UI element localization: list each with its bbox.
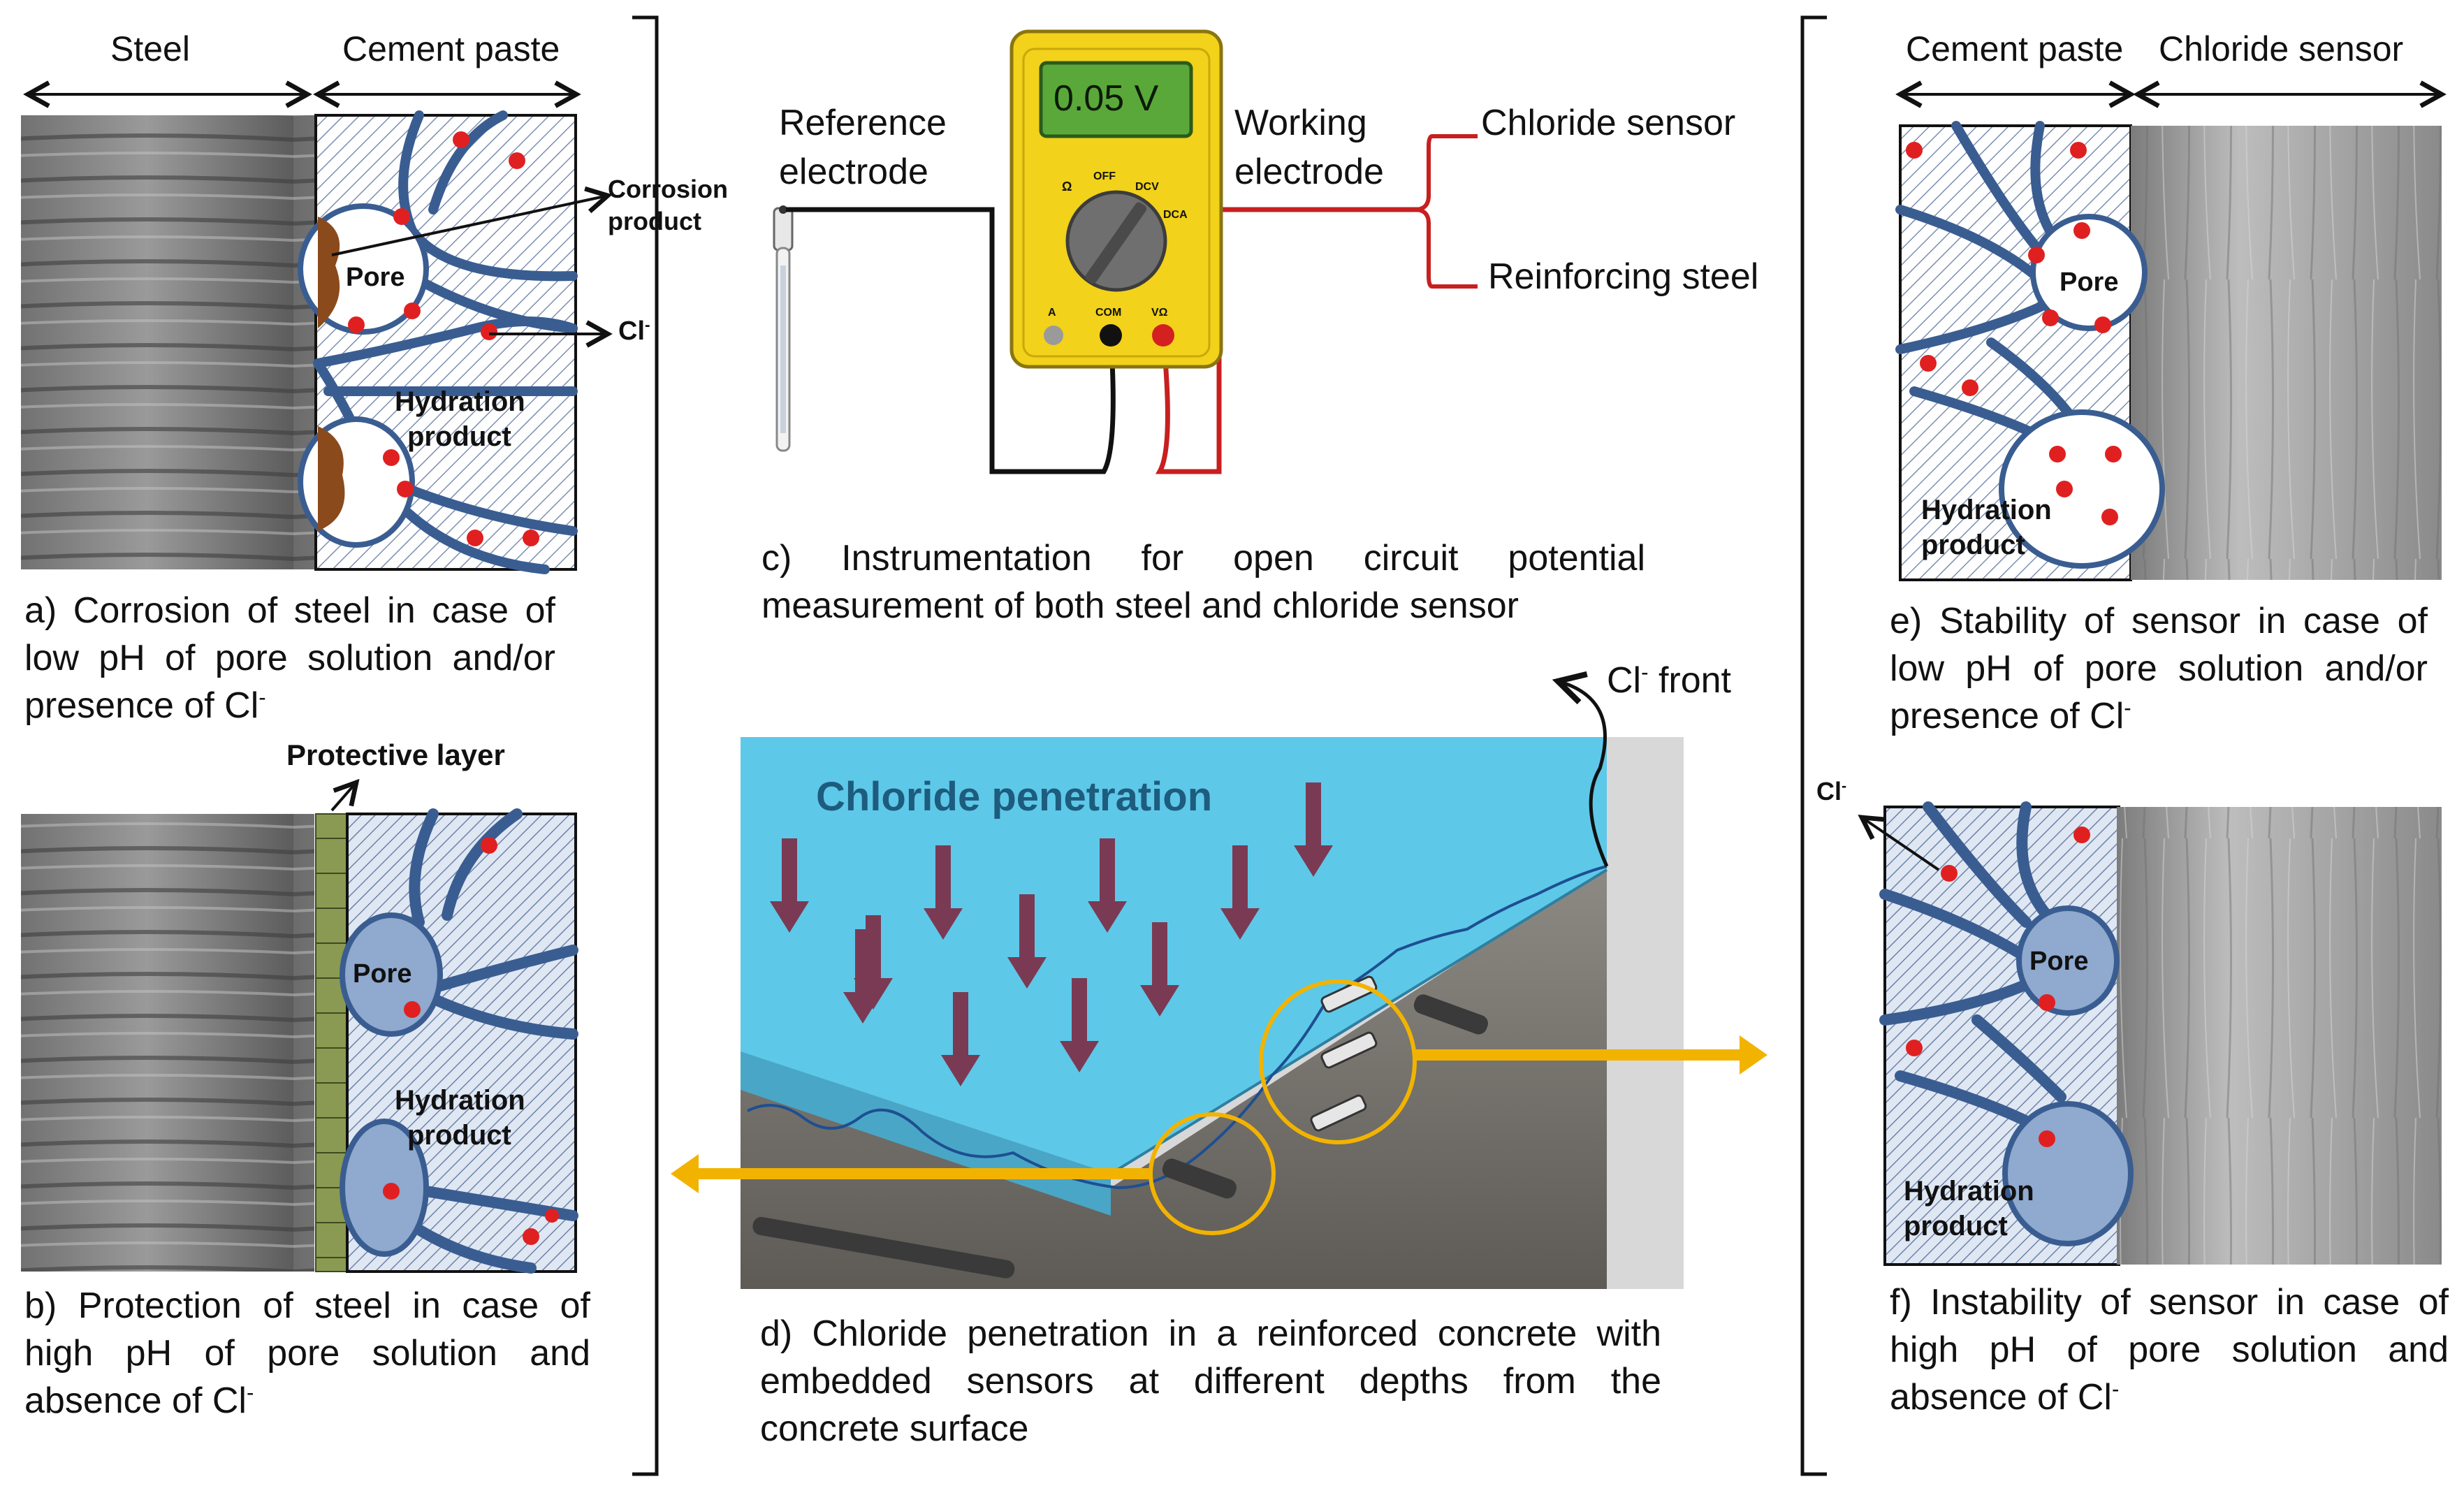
- reference-electrode-label-2: electrode: [779, 152, 928, 192]
- voltmeter-display: [1039, 61, 1193, 138]
- sensor-zone-circle: [1259, 979, 1417, 1144]
- chloride-penetration-label: Chloride penetration: [816, 774, 1213, 820]
- corrosion-product-label: Corrosion product: [608, 175, 729, 235]
- hydration-label-a-1: Hydration: [395, 386, 525, 417]
- hydration-label-e-2: product: [1921, 530, 2025, 560]
- chloride-front-label: Cl- front: [1607, 660, 1731, 701]
- steel-bar-image: [21, 115, 314, 569]
- panel-a-diagram: [21, 94, 608, 574]
- panel-b-diagram: [21, 782, 578, 1274]
- hydration-label-b-1: Hydration: [395, 1085, 525, 1116]
- chloride-label-f: Cl-: [1816, 777, 1847, 806]
- steel-bar-image-b: [21, 814, 314, 1272]
- working-electrode-bracket: [1414, 134, 1478, 289]
- panel-c-diagram: [773, 29, 1478, 474]
- corrosion-product: [318, 217, 340, 328]
- caption-b: b) Protection of steel in case of high p…: [24, 1286, 590, 1421]
- cement-paste-label-a: Cement paste: [342, 29, 560, 68]
- dial-com: COM: [1095, 307, 1122, 319]
- chloride-sensor-label-c: Chloride sensor: [1481, 103, 1736, 143]
- caption-a: a) Corrosion of steel in case of low pH …: [24, 590, 555, 726]
- caption-e: e) Stability of sensor in case of low pH…: [1890, 601, 2428, 736]
- working-electrode-label-2: electrode: [1234, 152, 1384, 192]
- hydration-label-f-1: Hydration: [1904, 1176, 2034, 1207]
- panel-d-diagram: [671, 681, 1767, 1289]
- caption-d: d) Chloride penetration in a reinforced …: [760, 1313, 1661, 1449]
- panel-f-diagram: [1862, 801, 2442, 1266]
- dial-dca: DCA: [1163, 209, 1188, 221]
- voltmeter-reading: 0.05 V: [1054, 78, 1159, 119]
- right-bracket: [1800, 15, 1827, 1476]
- reference-electrode-label-1: Reference: [779, 103, 947, 143]
- cement-paste-label-e: Cement paste: [1906, 29, 2124, 68]
- chloride-label-a: Cl-: [618, 315, 650, 346]
- chloride-front-line: [747, 865, 1608, 1190]
- panel-e-diagram: [1895, 94, 2442, 581]
- steel-label: Steel: [110, 29, 190, 68]
- reinforcing-steel-label: Reinforcing steel: [1488, 256, 1759, 297]
- hydration-label-e-1: Hydration: [1921, 495, 2052, 525]
- dial-dcv: DCV: [1135, 181, 1159, 193]
- dial-ohm: Ω: [1062, 180, 1072, 194]
- caption-c: c) Instrumentation for open circuit pote…: [761, 538, 1645, 626]
- pore-label-f: Pore: [2029, 947, 2089, 976]
- pore-label-a: Pore: [346, 263, 405, 292]
- dial-a: A: [1048, 307, 1056, 319]
- reference-electrode: [773, 205, 794, 452]
- protective-layer-label: Protective layer: [286, 738, 505, 771]
- multimeter: [1009, 29, 1223, 369]
- pore-label-e: Pore: [2060, 268, 2119, 297]
- left-bracket: [632, 15, 659, 1476]
- caption-f: f) Instability of sensor in case of high…: [1890, 1282, 2449, 1418]
- chloride-sensor-label-e: Chloride sensor: [2159, 29, 2404, 68]
- dial-off: OFF: [1093, 170, 1116, 182]
- hydration-label-b-2: product: [407, 1120, 511, 1151]
- pore-label-b: Pore: [353, 959, 412, 989]
- dial-vohm: VΩ: [1151, 307, 1168, 319]
- hydration-label-a-2: product: [407, 421, 511, 452]
- working-electrode-label-1: Working: [1234, 103, 1367, 143]
- hydration-label-f-2: product: [1904, 1211, 2008, 1241]
